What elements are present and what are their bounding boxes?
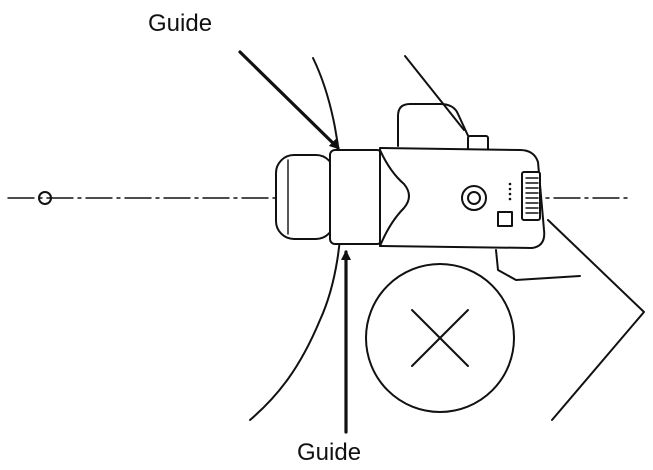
guide-label-bottom: Guide — [297, 439, 362, 466]
center-screw-outer — [461, 185, 487, 211]
body-notch — [379, 149, 410, 247]
workpiece-cross-b — [411, 309, 469, 367]
front-cap — [275, 154, 335, 240]
scale-dots — [508, 182, 512, 201]
upper-clamp-bracket — [397, 103, 471, 147]
axis-origin-circle — [38, 191, 52, 205]
lower-right-arm — [547, 219, 645, 421]
workpiece-circle — [365, 263, 515, 413]
lower-clamp-bracket — [495, 249, 581, 281]
guide-arc — [249, 57, 343, 421]
tick-scale — [521, 171, 541, 221]
neck-section — [329, 149, 383, 245]
center-screw-inner — [467, 191, 481, 205]
guide-label-top: Guide — [148, 10, 213, 37]
square-button — [497, 211, 513, 227]
upper-diagonal-line — [404, 55, 465, 131]
top-guide-arrow — [238, 50, 340, 150]
